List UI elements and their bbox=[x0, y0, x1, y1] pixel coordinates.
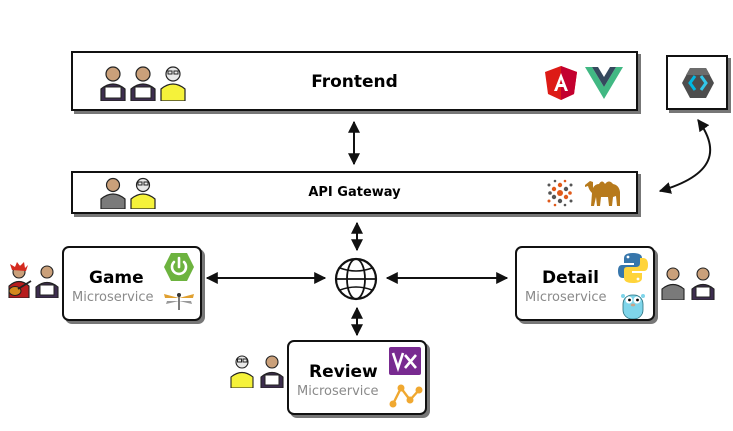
detail-title: Detail bbox=[542, 268, 599, 288]
frontend-box: Frontend bbox=[71, 51, 638, 111]
game-subtitle: Microservice bbox=[72, 290, 154, 305]
game-title: Game bbox=[89, 268, 144, 288]
people-icon bbox=[100, 66, 186, 101]
vertx-icon bbox=[389, 347, 421, 375]
graph-icon bbox=[389, 384, 423, 408]
angular-icon bbox=[545, 66, 577, 100]
detail-service-box: Detail Microservice bbox=[515, 246, 655, 321]
person-gray-icon bbox=[661, 267, 685, 300]
review-subtitle: Microservice bbox=[297, 384, 379, 399]
person-purple-icon bbox=[130, 66, 156, 101]
person-yellow-icon bbox=[130, 177, 156, 209]
auth-gateway-arrow bbox=[658, 119, 712, 194]
people-icon bbox=[661, 267, 715, 300]
person-purple-icon bbox=[260, 355, 284, 388]
rocker-icon bbox=[8, 262, 32, 298]
globe-icon bbox=[334, 257, 378, 301]
detail-subtitle: Microservice bbox=[525, 290, 607, 305]
people-icon bbox=[8, 262, 59, 298]
person-purple-icon bbox=[100, 66, 126, 101]
review-title: Review bbox=[309, 362, 378, 382]
cluster-icon bbox=[547, 179, 573, 207]
person-yellow-icon bbox=[230, 355, 254, 388]
review-service-box: Review Microservice bbox=[287, 340, 427, 415]
person-yellow-icon bbox=[160, 66, 186, 101]
go-gopher-icon bbox=[621, 294, 645, 319]
gateway-title: API Gateway bbox=[308, 185, 401, 200]
spring-boot-icon bbox=[164, 253, 194, 281]
gateway-box: API Gateway bbox=[71, 171, 638, 214]
people-icon bbox=[230, 355, 284, 388]
camel-icon bbox=[585, 181, 620, 206]
auth-box bbox=[666, 55, 728, 110]
dragonfly-icon bbox=[164, 293, 194, 310]
keycloak-icon bbox=[682, 68, 714, 98]
person-gray-icon bbox=[100, 177, 126, 209]
person-purple-icon bbox=[35, 265, 59, 298]
people-icon bbox=[100, 177, 156, 209]
person-purple-icon bbox=[691, 267, 715, 300]
frontend-title: Frontend bbox=[311, 72, 398, 92]
python-icon bbox=[618, 253, 648, 283]
vue-icon bbox=[585, 67, 623, 99]
game-service-box: Game Microservice bbox=[62, 246, 202, 321]
